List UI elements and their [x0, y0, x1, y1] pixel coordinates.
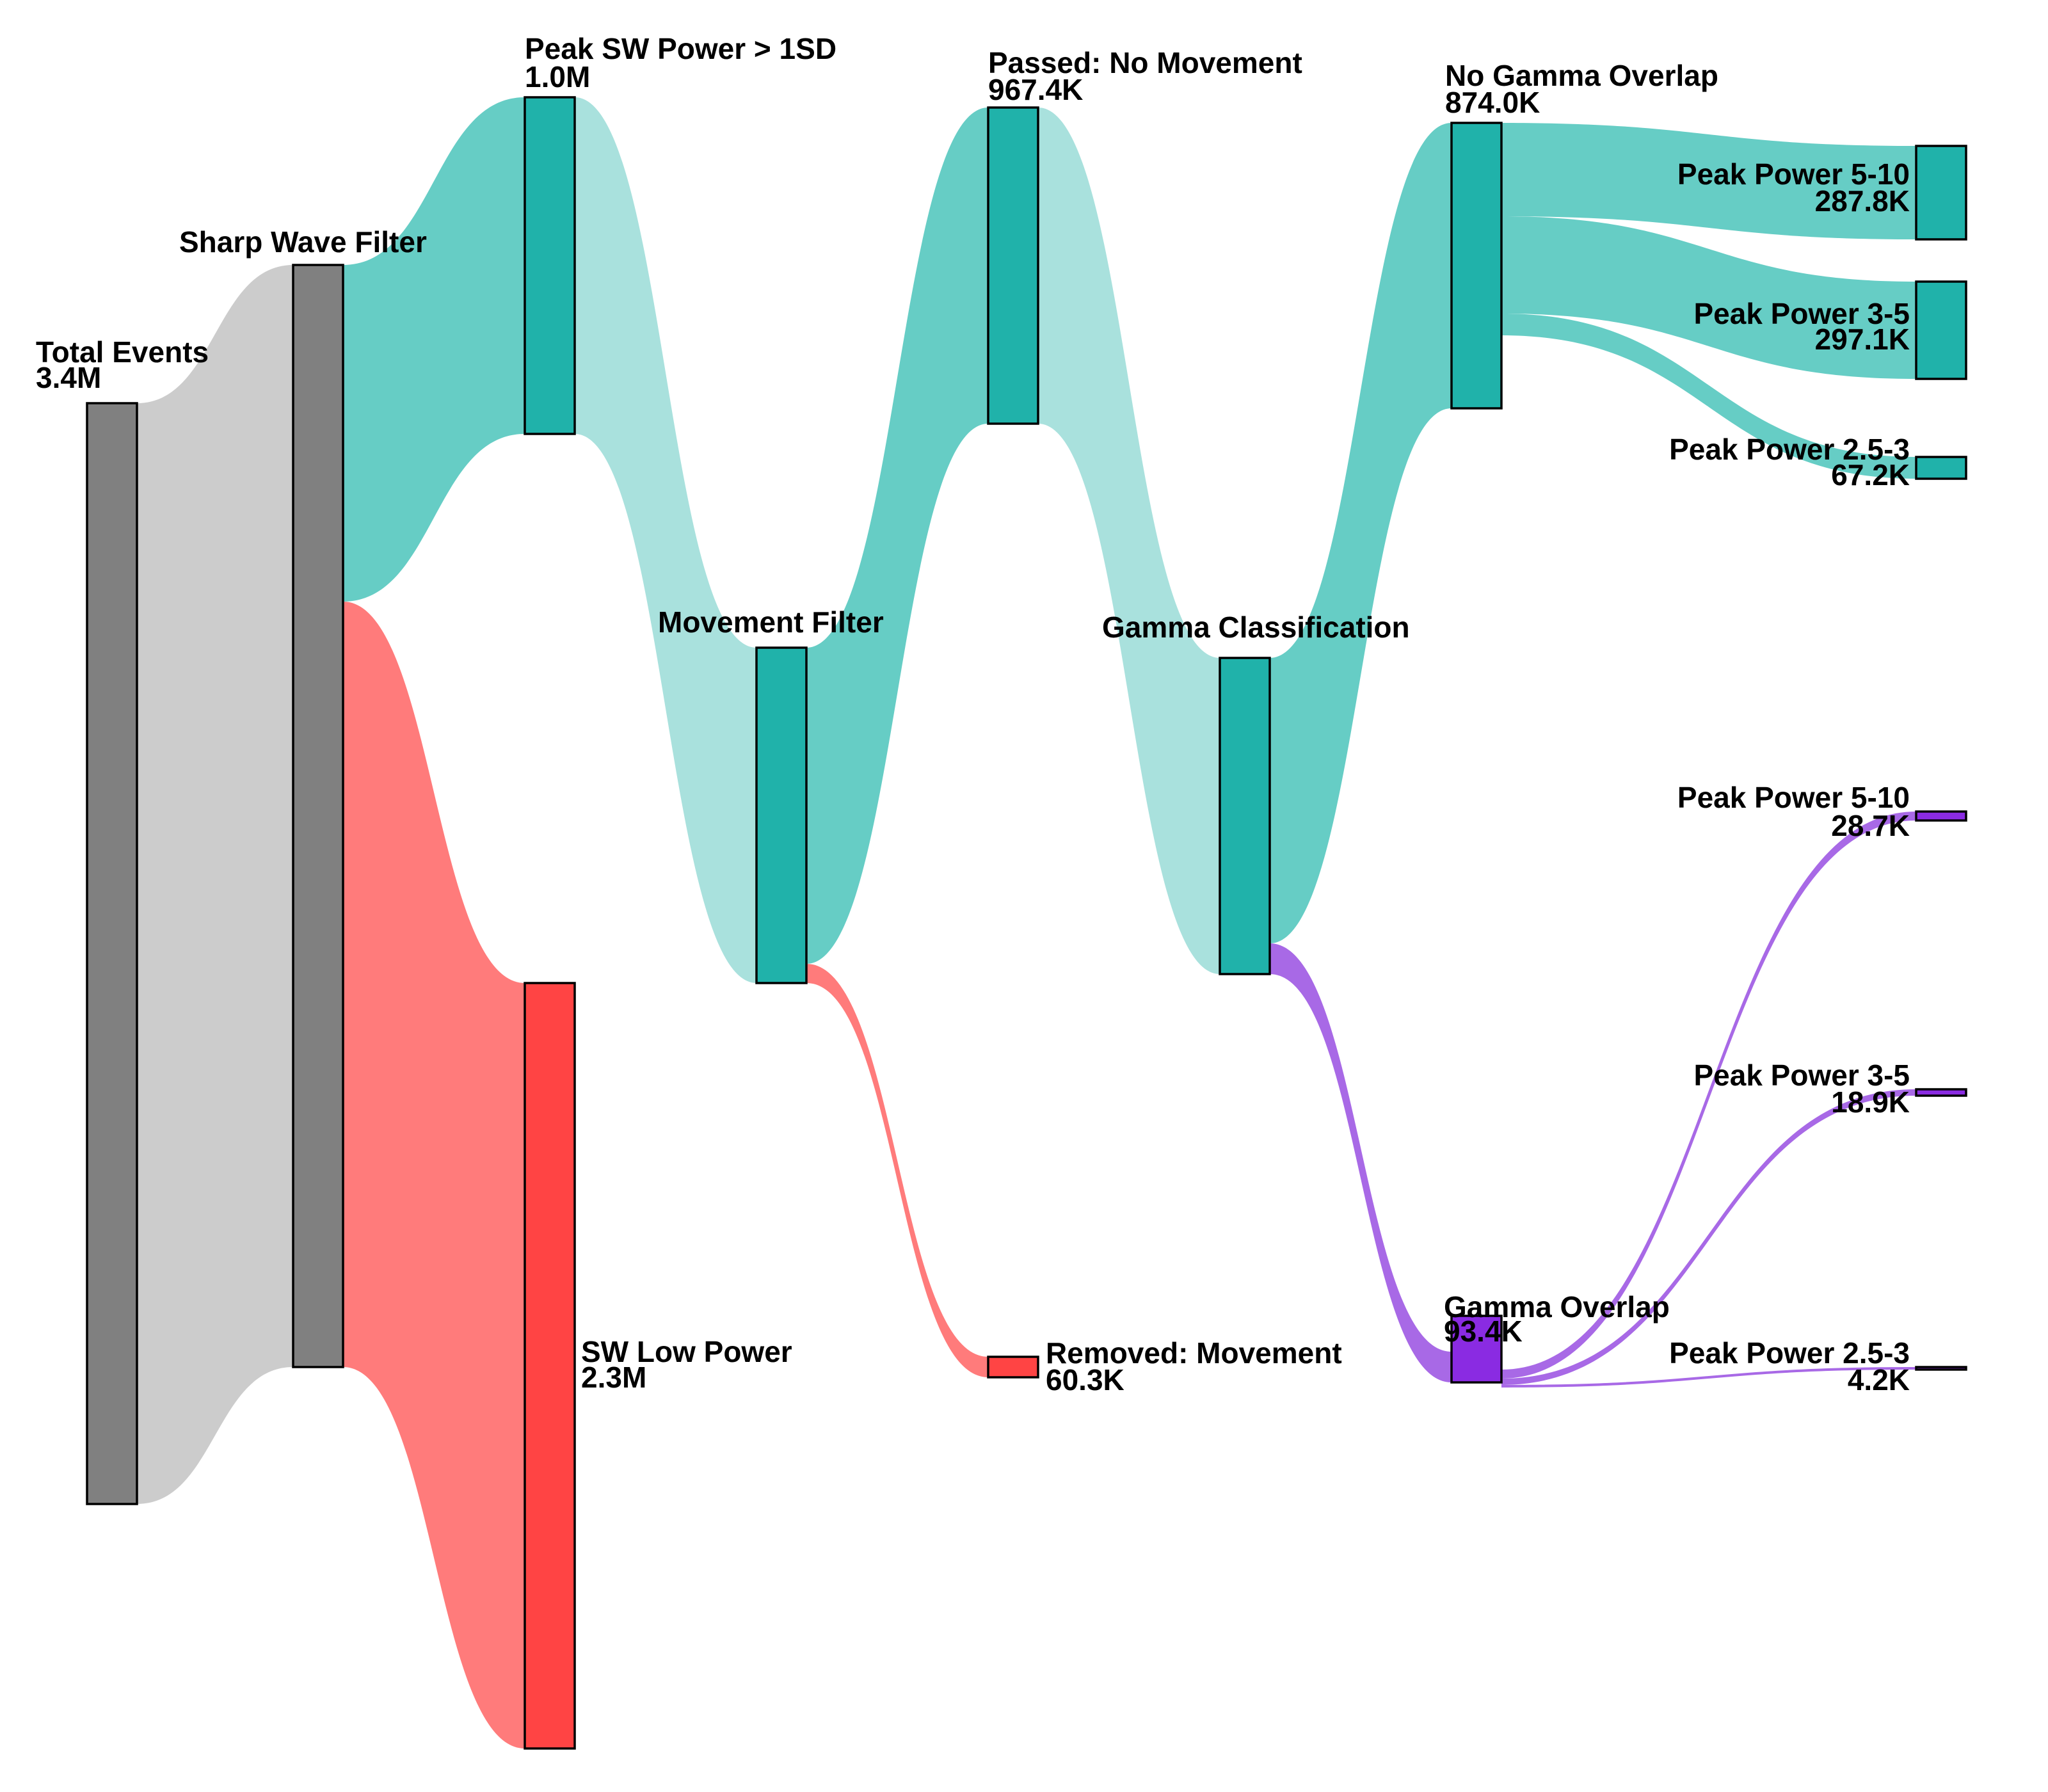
- node-movement: [755, 646, 808, 984]
- node-label-movement: Movement Filter: [658, 605, 884, 639]
- node-value-removed: 60.3K: [1046, 1363, 1124, 1396]
- flow-total-to-sharp: [137, 265, 293, 1504]
- node-label-passed: Passed: No Movement: [988, 46, 1302, 79]
- flow-gammaclass-to-gammaov: [1270, 943, 1452, 1382]
- node-nogamma: [1450, 122, 1503, 410]
- node-label-ng510: Peak Power 5-10: [1677, 157, 1910, 191]
- node-lowpow: [524, 982, 576, 1750]
- flow-sharp-to-peak1sd: [343, 97, 525, 602]
- node-value-peak1sd: 1.0M: [525, 60, 590, 93]
- node-gammaclass: [1219, 657, 1271, 975]
- node-removed: [987, 1356, 1039, 1379]
- flow-gammaov-to-g510: [1501, 812, 1916, 1379]
- node-gammaov: [1450, 1315, 1503, 1384]
- node-g253: [1915, 1366, 1967, 1371]
- sankey-links: [137, 97, 1916, 1748]
- flow-passed-to-gammaclass: [1038, 108, 1220, 974]
- flow-nogamma-to-ng510: [1501, 123, 1916, 239]
- node-value-g253: 4.2K: [1848, 1363, 1910, 1396]
- node-value-lowpow: 2.3M: [581, 1361, 646, 1394]
- sankey-nodes: [86, 96, 1967, 1750]
- flow-movement-to-removed: [806, 964, 988, 1377]
- node-label-removed: Removed: Movement: [1046, 1336, 1342, 1370]
- flow-nogamma-to-ng35: [1501, 216, 1916, 379]
- node-ng35: [1915, 280, 1967, 380]
- node-value-ng510: 287.8K: [1815, 184, 1910, 218]
- node-label-peak1sd: Peak SW Power > 1SD: [525, 32, 836, 65]
- node-label-gammaov: Gamma Overlap: [1444, 1290, 1670, 1324]
- node-ng253: [1915, 456, 1967, 480]
- node-label-g35: Peak Power 3-5: [1693, 1059, 1910, 1092]
- node-label-ng253: Peak Power 2.5-3: [1669, 433, 1910, 466]
- flow-gammaclass-to-nogamma: [1270, 123, 1452, 943]
- node-label-sharp: Sharp Wave Filter: [179, 225, 427, 259]
- node-value-ng35: 297.1K: [1815, 323, 1910, 356]
- node-g510: [1915, 810, 1967, 822]
- flow-peak1sd-to-movement: [575, 97, 756, 983]
- flow-movement-to-passed: [806, 108, 988, 964]
- node-value-nogamma: 874.0K: [1445, 86, 1540, 119]
- flow-nogamma-to-ng253: [1501, 314, 1916, 479]
- node-value-g510: 28.7K: [1831, 809, 1910, 842]
- flow-gammaov-to-g253: [1501, 1367, 1916, 1388]
- node-label-total: Total Events: [36, 335, 209, 369]
- node-value-passed: 967.4K: [988, 73, 1083, 106]
- node-passed: [987, 106, 1039, 425]
- node-value-total: 3.4M: [36, 361, 101, 394]
- node-ng510: [1915, 145, 1967, 241]
- node-label-g510: Peak Power 5-10: [1677, 781, 1910, 814]
- node-value-g35: 18.9K: [1831, 1085, 1910, 1119]
- node-value-ng253: 67.2K: [1831, 458, 1910, 492]
- flow-sharp-to-lowpow: [343, 602, 525, 1748]
- node-label-nogamma: No Gamma Overlap: [1445, 59, 1718, 92]
- node-label-g253: Peak Power 2.5-3: [1669, 1336, 1910, 1370]
- node-g35: [1915, 1088, 1967, 1097]
- node-sharp: [292, 264, 344, 1368]
- node-value-gammaov: 93.4K: [1444, 1315, 1523, 1348]
- node-label-gammaclass: Gamma Classification: [1102, 611, 1410, 644]
- flow-gammaov-to-g35: [1501, 1089, 1916, 1385]
- node-label-lowpow: SW Low Power: [581, 1335, 792, 1368]
- node-peak1sd: [524, 96, 576, 435]
- node-label-ng35: Peak Power 3-5: [1693, 297, 1910, 330]
- node-total: [86, 402, 138, 1505]
